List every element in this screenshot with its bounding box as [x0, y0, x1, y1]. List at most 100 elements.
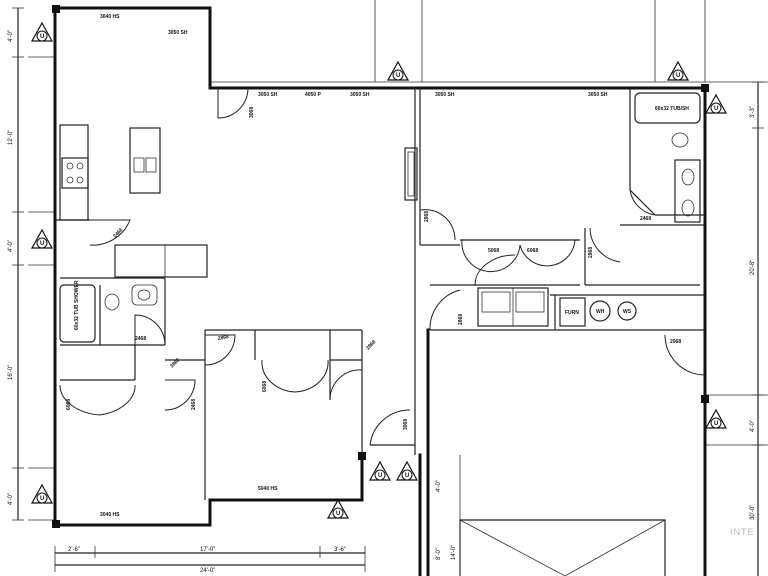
marker-icon: U — [666, 60, 690, 81]
fireplace — [404, 147, 418, 201]
dryer — [515, 291, 545, 313]
door-label: 2068 — [670, 339, 681, 345]
dim-left-2: 12'-0" — [8, 130, 14, 145]
kitchen-counter — [59, 124, 89, 221]
sink-icon — [681, 168, 695, 186]
window-label: 3050 SH — [435, 92, 455, 98]
mechanical: FURN WH WS — [559, 297, 637, 327]
master-bath: 60x32 TUB/SH — [634, 92, 701, 223]
door-label: 2868 — [458, 314, 464, 325]
dimension-lines-left: 4'-0" 12'-0" 4'-0" 16'-0" 4'-0" — [8, 7, 24, 521]
watermark: INTE — [730, 527, 755, 537]
marker-letter: U — [405, 473, 409, 479]
door-label: 2468 — [191, 399, 197, 410]
door-label: 6068 — [527, 248, 538, 254]
door-label: 2468 — [112, 227, 124, 239]
double-vanity — [674, 159, 701, 223]
window-label: 4050 P — [305, 92, 322, 98]
washer — [481, 291, 511, 313]
door-label: 2868 — [588, 247, 594, 258]
marker-icon: U — [368, 460, 392, 481]
dimension-lines-bottom: 2'-6" 17'-0" 3'-6" 24'-0" — [54, 546, 366, 574]
burner-icon — [76, 176, 84, 184]
door-labels: 2468 2468 2868 3068 2468 2868 2868 5068 … — [66, 107, 681, 430]
garage: 4'-0" 8'-0" 14'-0" — [436, 455, 666, 576]
dim-bottom-2: 17'-0" — [200, 547, 215, 553]
marker-icon: U — [395, 460, 419, 481]
vanity-sink — [131, 284, 158, 306]
door-label: 6068 — [66, 399, 72, 410]
marker-letter: U — [40, 241, 44, 247]
laundry — [477, 287, 549, 327]
window-label: 3050 SH — [168, 30, 188, 36]
door-label: 2868 — [424, 211, 430, 222]
dim-garage-1: 4'-0" — [436, 480, 442, 492]
sink-icon — [681, 199, 695, 217]
burner-icon — [66, 176, 74, 184]
master-tub — [634, 92, 701, 124]
pantry-counter — [114, 244, 208, 278]
dim-right-1: 3'-3" — [750, 106, 756, 118]
interior-walls — [55, 88, 705, 500]
fireplace-insert — [407, 151, 415, 197]
window-label: 3050 SH — [588, 92, 608, 98]
corner-post — [701, 395, 709, 403]
marker-letter: U — [676, 73, 680, 79]
marker-icon: U — [386, 60, 410, 81]
hall-bath: 60x32 TUB SHOWER — [59, 280, 158, 343]
water-heater-label: WH — [596, 309, 605, 315]
dim-right-2: 20'-8" — [750, 260, 756, 275]
marker-letter: U — [40, 496, 44, 502]
marker-letter: U — [714, 421, 718, 427]
window-labels: 3040 HS 3050 SH 3050 SH 4050 P 3050 SH 3… — [100, 14, 608, 518]
window-label: 3050 SH — [258, 92, 278, 98]
corner-post — [52, 5, 60, 13]
water-softener-label: WS — [623, 309, 632, 315]
door-label: 2868 — [365, 339, 377, 351]
kitchen — [59, 124, 208, 278]
corner-post — [358, 452, 366, 460]
master-tub-label: 60x32 TUB/SH — [655, 106, 689, 112]
marker-letter: U — [336, 511, 340, 517]
door-swings — [59, 87, 706, 446]
door-label: 5068 — [488, 248, 499, 254]
exterior-walls — [52, 5, 709, 576]
dim-left-1: 4'-0" — [8, 30, 14, 42]
door-label: 2468 — [135, 336, 146, 342]
kitchen-island — [129, 127, 161, 194]
marker-letter: U — [396, 73, 400, 79]
door-label: 2868 — [217, 334, 229, 342]
dim-left-3: 4'-0" — [8, 240, 14, 252]
burner-icon — [66, 162, 74, 170]
burner-icon — [76, 162, 84, 170]
sink-bowl — [145, 157, 157, 173]
door-label: 2468 — [640, 216, 651, 222]
dim-bottom-1: 2'-6" — [68, 547, 80, 553]
dim-right-4: 30'-0" — [750, 505, 756, 520]
door-label: 6068 — [262, 381, 268, 392]
section-markers: U U U U U U U — [30, 21, 728, 519]
dim-right-3: 4'-0" — [750, 420, 756, 432]
marker-icon: U — [704, 93, 728, 114]
furnace-label: FURN — [565, 310, 579, 316]
range — [61, 157, 89, 189]
window-label: 3040 HS — [100, 14, 120, 20]
dim-bottom-total: 24'-0" — [200, 568, 215, 574]
dim-left-4: 16'-0" — [8, 365, 14, 380]
marker-icon: U — [30, 228, 54, 249]
marker-letter: U — [714, 106, 718, 112]
corner-post — [52, 520, 60, 528]
marker-icon: U — [30, 21, 54, 42]
window-label: 5040 HS — [258, 486, 278, 492]
furnace — [559, 297, 586, 327]
toilet-icon — [671, 132, 689, 148]
dim-garage-2: 8'-0" — [436, 548, 442, 560]
toilet-icon — [104, 293, 120, 311]
door-label: 3068 — [403, 419, 409, 430]
dim-bottom-3: 3'-6" — [334, 547, 346, 553]
corner-post — [701, 84, 709, 92]
marker-icon: U — [704, 408, 728, 429]
marker-icon: U — [326, 498, 350, 519]
door-label: 3068 — [249, 107, 255, 118]
